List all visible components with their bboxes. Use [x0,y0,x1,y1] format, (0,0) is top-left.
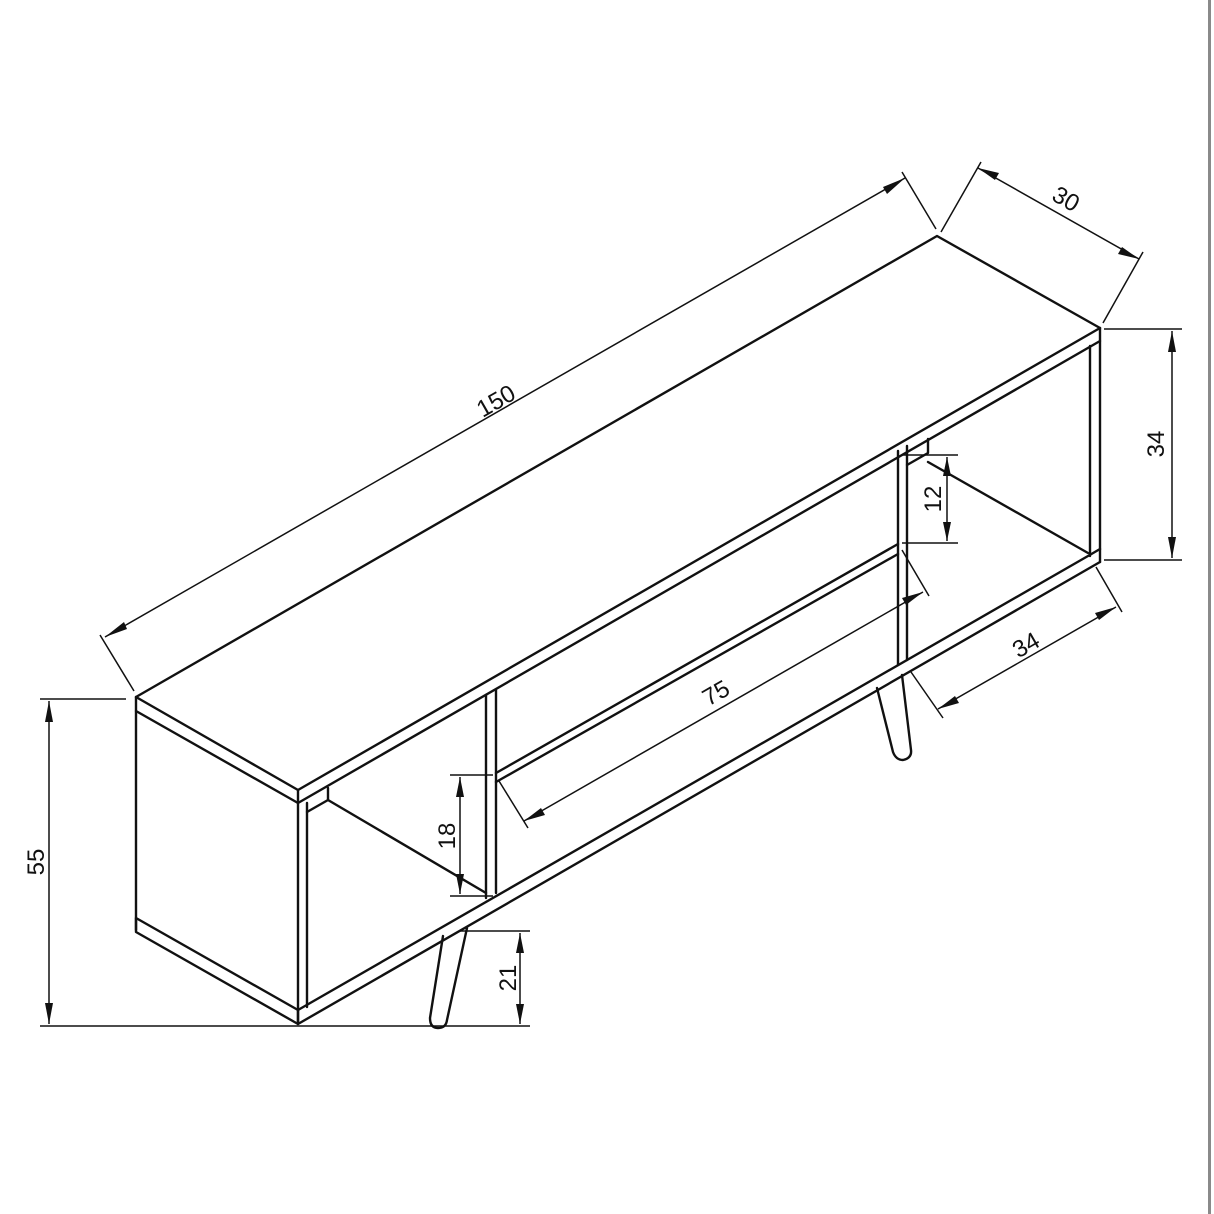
cabinet [134,234,1102,1026]
dim-center-rail: 18 [434,774,493,897]
dim-right-rail: 12 [902,454,958,544]
right-back-rail-line [926,460,1090,555]
center-back-rail-top [494,542,900,775]
dim-body-height-label: 34 [1143,431,1170,458]
dim-width: 150 [99,171,937,692]
left-panel-bottom [134,916,300,1026]
right-back-rail [905,437,930,467]
legs [428,673,913,1030]
dim-center-rail-label: 18 [434,823,461,850]
dim-center-opening: 75 [498,549,930,829]
back-right-leg [875,673,913,762]
front-left-leg [428,926,469,1030]
dim-depth: 30 [940,161,1144,324]
dim-leg-height: 21 [460,930,530,1024]
dim-right-compartment-label: 34 [1008,627,1045,664]
dim-body-height: 34 [1104,328,1182,561]
dim-center-opening-label: 75 [698,675,735,712]
dim-leg-height-label: 21 [495,965,522,992]
dim-right-compartment: 34 [910,566,1123,719]
page-border [1208,0,1211,1214]
dim-total-height: 55 [23,698,530,1027]
dim-width-label: 150 [472,380,520,423]
top-surface [134,234,1102,792]
bottom-board-top [296,547,1102,1012]
center-back-rail-bottom [494,552,900,784]
dim-total-height-label: 55 [23,849,50,876]
dim-right-rail-label: 12 [920,486,947,513]
dim-depth-label: 30 [1047,181,1084,218]
bottom-board-bottom [296,560,1102,1026]
top-front-edge [134,326,1102,805]
